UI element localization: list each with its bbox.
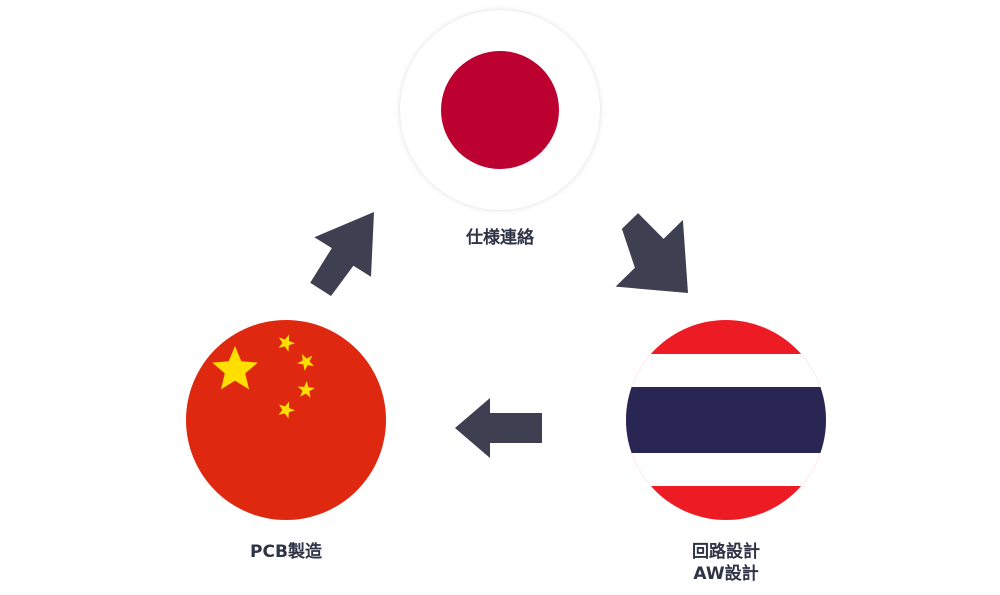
japan-flag-icon xyxy=(441,51,559,169)
china-red-field xyxy=(186,320,386,520)
japan-red-disc xyxy=(441,51,559,169)
thailand-blue-band xyxy=(626,387,826,453)
arrow-thailand-to-china xyxy=(455,398,542,458)
arrow-china-to-japan xyxy=(310,212,374,296)
label-spec-contact: 仕様連絡 xyxy=(466,228,534,248)
japan-flag-node xyxy=(400,10,600,210)
china-small-star-3 xyxy=(297,381,315,398)
china-small-star-1 xyxy=(278,334,296,352)
china-small-star-4 xyxy=(278,401,296,419)
label-circuit-design-line2: AW設計 xyxy=(693,564,759,584)
china-flag-icon xyxy=(186,320,386,520)
thailand-flag-node xyxy=(626,320,826,520)
arrow-japan-to-thailand xyxy=(615,213,688,293)
china-big-star xyxy=(212,346,258,390)
label-pcb-manufacturing: PCB製造 xyxy=(250,542,322,562)
china-flag-node xyxy=(186,320,386,520)
china-small-star-2 xyxy=(297,353,315,371)
label-circuit-design-line1: 回路設計 xyxy=(692,542,760,562)
label-circuit-design: 回路設計 AW設計 xyxy=(606,541,846,585)
thailand-flag-icon xyxy=(626,320,826,520)
